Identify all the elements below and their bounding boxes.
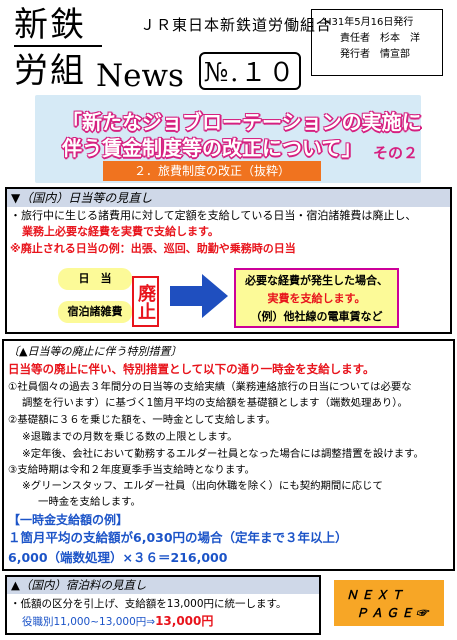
result-line-1: 必要な経費が発生した場合、 [245, 274, 388, 287]
section-heading: ▲（国内）宿泊料の見直し [7, 577, 319, 594]
section-daily-allowance: ▼（国内）日当等の見直し [5, 187, 452, 334]
news-wordmark: News [96, 58, 184, 94]
result-line-2: 実費を支給します。 [267, 292, 366, 305]
issuer: 発行者 情宣部 [340, 49, 410, 60]
title-line-2: 伴う賃金制度等の改正について」 [62, 136, 362, 160]
publish-date: H31年5月16日発行 [324, 17, 414, 28]
sec2-item-1a: ①社員個々の過去３年間分の日当等の支給実績（業務連絡旅行の日当については必要な [8, 381, 412, 393]
example-heading: 【一時金支給額の例】 [8, 513, 129, 527]
issue-number: №.１０ [199, 52, 301, 90]
pill-daily-allowance: 日 当 [58, 268, 132, 290]
sec1-line-2: 業務上必要な経費を実費で支給します。 [22, 225, 219, 238]
section-special-measures [2, 339, 455, 571]
sec2-item-3: ③支給時期は令和２年度夏季手当支給時となります。 [8, 464, 255, 476]
sec2-heading: 〔▲日当等の廃止に伴う特別措置〕 [8, 345, 182, 358]
next-label: ＮＥＸＴ [346, 588, 407, 602]
sec1-line-3: ※廃止される日当の例：出張、巡回、助勤や乗務時の日当 [10, 242, 296, 255]
sec2-note-2b: ※定年後、会社において勤務するエルダー社員となった場合には調整措置を設けます。 [22, 448, 424, 460]
logo-top: 新鉄 [14, 5, 86, 45]
organization-name: ＪＲ東日本新鉄道労働組合 [140, 16, 333, 34]
sec1-line-1: ・旅行中に生じる諸費用に対して定額を支給している日当・宿泊諸雑費は廃止し、 [10, 209, 417, 222]
page-label: ＰＡＧＥ☞ [356, 606, 432, 620]
logo-divider [14, 45, 102, 47]
result-line-3: （例）他社線の電車賃など [250, 310, 383, 323]
abolish-label: 廃止 [132, 276, 159, 327]
publisher-box: H31年5月16日発行 責任者 杉本 洋 発行者 情宣部 [311, 9, 443, 76]
section-lodging: ▲（国内）宿泊料の見直し [5, 575, 321, 635]
logo-bottom: 労組 [14, 51, 86, 91]
section-heading: ▼（国内）日当等の見直し [7, 189, 450, 207]
sec2-note-3b: 一時金を支給します。 [38, 496, 141, 508]
sec3-line-2-prefix: 役職別11,000~13,000円⇒ [22, 616, 156, 628]
sec2-note-3a: ※グリーンスタッフ、エルダー社員（出向休職を除く）にも契約期間に応じて [22, 480, 383, 492]
next-page-button[interactable]: ＮＥＸＴ ＰＡＧＥ☞ [334, 580, 444, 626]
sec2-lead: 日当等の廃止に伴い、特別措置として以下の通り一時金を支給します。 [8, 362, 375, 376]
example-line-2: 6,000（端数処理）×３６＝216,000 [8, 550, 228, 565]
subtitle-bar: ２．旅費制度の改正（抜粋） [103, 161, 321, 181]
sec3-line-1: ・低額の区分を引上げ、支給額を13,000円に統一します。 [10, 598, 287, 610]
result-box: 必要な経費が発生した場合、 実費を支給します。 （例）他社線の電車賃など [234, 268, 399, 328]
pill-lodging-misc: 宿泊諸雑費 [58, 301, 132, 323]
sec2-note-2a: ※退職までの月数を乗じる数の上限とします。 [22, 431, 238, 443]
title-line-1: 「新たなジョブローテーションの実施に [62, 110, 422, 134]
sec3-line-2-value: 13,000円 [155, 614, 214, 628]
arrow-right-icon [170, 274, 228, 318]
example-line-1: １箇月平均の支給額が6,030円の場合（定年まで３年以上） [8, 530, 348, 545]
sec2-item-2: ②基礎額に３６を乗じた額を、一時金として支給します。 [8, 414, 276, 426]
editor: 責任者 杉本 洋 [340, 33, 420, 44]
sec3-line-2: 役職別11,000~13,000円⇒13,000円 [22, 613, 213, 630]
title-part: その２ [373, 144, 419, 162]
sec2-item-1b: 調整を行います）に基づく1箇月平均の支給額を基礎額とします（端数処理あり）。 [22, 397, 408, 409]
